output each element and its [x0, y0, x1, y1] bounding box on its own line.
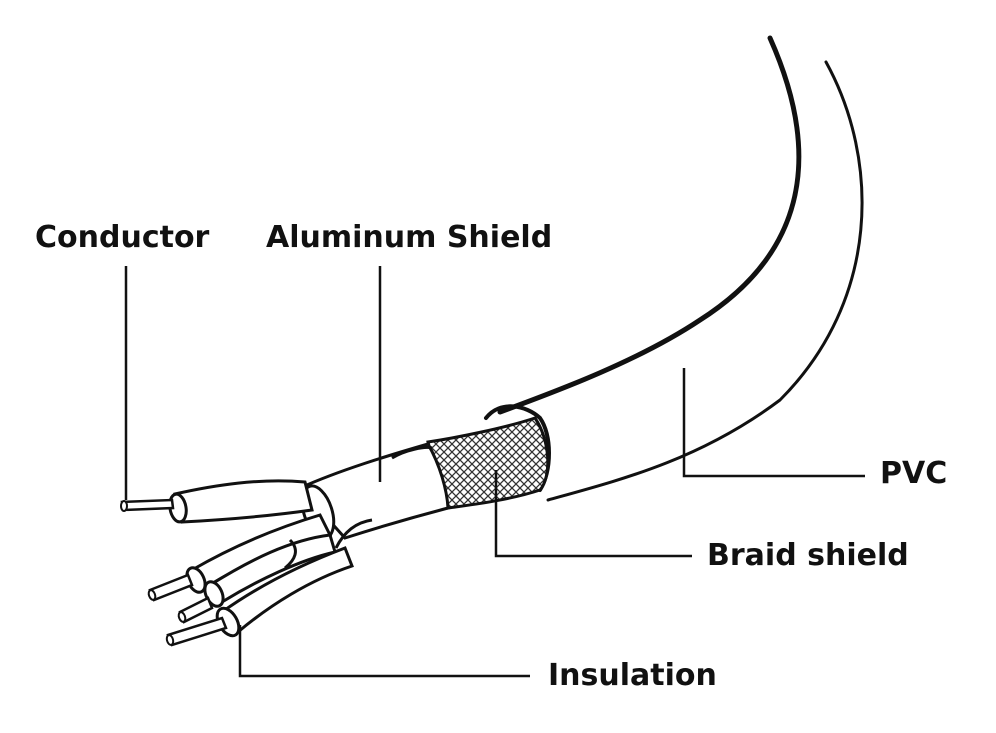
label-conductor: Conductor: [35, 220, 210, 255]
label-aluminum-shield: Aluminum Shield: [266, 220, 553, 255]
insulation-leader: [238, 625, 530, 678]
label-braid-shield: Braid shield: [707, 538, 909, 573]
twisted-pair-bottom: [165, 538, 354, 647]
braid-shield-leader: [494, 470, 692, 558]
pvc-leader: [682, 368, 865, 478]
label-pvc: PVC: [880, 456, 948, 491]
top-conductor: [120, 479, 314, 524]
leader-lines: [124, 266, 865, 678]
label-insulation: Insulation: [548, 658, 717, 693]
